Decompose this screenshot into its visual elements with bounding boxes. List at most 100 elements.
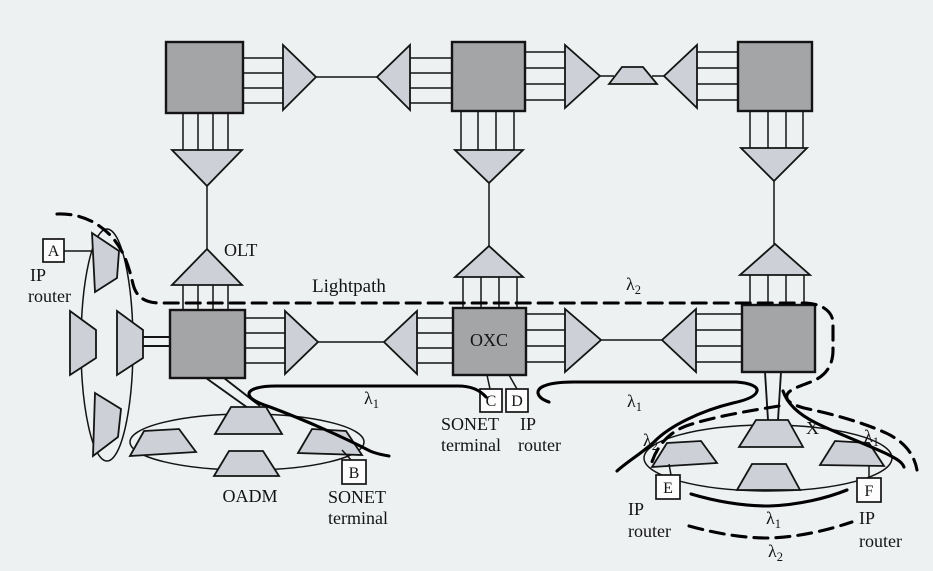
vertical-links: [169, 111, 810, 249]
mux-down-triangle-icon: [452, 149, 526, 185]
lambda1-cb-label: λ1: [364, 388, 379, 411]
endpoint-box-d: [505, 388, 529, 413]
endpoint-box-f: [856, 477, 882, 503]
node-to-oadm-duct: [205, 377, 261, 409]
ip-router-e-label-line2: router: [628, 521, 671, 541]
oadm-label: OADM: [222, 486, 277, 506]
oadm-trapezoid-icon: [92, 391, 122, 458]
lambda2-ef-label: λ2: [768, 541, 783, 564]
terminal-c-link: [486, 374, 491, 390]
lambda1-ef-label: λ1: [766, 508, 781, 531]
ip-router-e-label-line1: IP: [628, 499, 644, 519]
oxc-label: OXC: [470, 330, 508, 350]
demux-triangle-icon: [375, 42, 411, 113]
oadm-trapezoid-icon: [296, 428, 364, 456]
lightpath-lambda1-e-f-arc: [689, 488, 849, 508]
oxc-node-middle-right: [740, 303, 817, 374]
lightpath-lambda2-dashed: [55, 212, 919, 472]
lightpath-lambda1-to-f: [781, 389, 906, 469]
sonet-terminal-c-label-line1: SONET: [441, 414, 499, 434]
router-e-link: [668, 463, 672, 476]
fiber-wires-oxc-out: [526, 313, 565, 363]
olt-triangle-icon: [169, 247, 245, 286]
ring-to-node-duct: [143, 336, 170, 347]
endpoint-box-b: [341, 459, 367, 485]
oxc-node-middle-left: [168, 308, 247, 380]
demux-triangle-icon: [662, 42, 698, 111]
lightpath-lambda2-ring-branch: [648, 404, 781, 471]
oxc-node-top-left: [164, 40, 245, 115]
lightpath-label: Lightpath: [312, 276, 386, 297]
demux-triangle-icon: [660, 306, 697, 375]
olt-triangle-icon: [737, 242, 813, 276]
oadm-trapezoid-icon: [116, 309, 144, 377]
ip-router-a-label-line2: router: [28, 286, 71, 306]
sonet-terminal-b-label-line1: SONET: [328, 487, 386, 507]
fiber-wires-into-midright: [696, 313, 742, 363]
demux-triangle-icon: [382, 308, 418, 377]
top-row: [164, 40, 814, 115]
endpoint-f-label: F: [865, 483, 874, 500]
endpoint-b-label: B: [349, 465, 360, 482]
endpoint-box-a: [42, 238, 65, 263]
fiber-wires-topleft-to-amp: [243, 57, 283, 104]
mux-triangle-icon: [284, 308, 320, 377]
drop-wires-topright: [749, 111, 804, 148]
router-d-link: [508, 374, 518, 390]
mux-down-triangle-icon: [738, 147, 810, 183]
lightpath-lambda1-c-to-b: [247, 384, 488, 458]
right-access-ring: X E IP router F IP router: [628, 371, 902, 551]
oadm-ring: OADM B SONET terminal: [128, 377, 388, 528]
fiber-wires-into-topright: [697, 51, 738, 101]
endpoint-d-label: D: [511, 393, 523, 410]
lambda2-ring-label: λ2: [643, 430, 658, 453]
middle-row: OLT OXC: [168, 240, 817, 380]
ip-router-a-label-line1: IP: [30, 265, 46, 285]
oxc-node-center: [451, 306, 528, 377]
drop-wires-topleft: [182, 113, 229, 150]
mux-down-triangle-icon: [169, 149, 245, 188]
amplifier-trapezoid-icon: [607, 66, 659, 85]
oadm-trapezoid-icon: [91, 231, 120, 294]
oxc-node-top-right: [736, 40, 814, 113]
lightpath-lambda2-e-f-arc: [687, 520, 854, 540]
sonet-terminal-c-label-line2: terminal: [441, 435, 501, 455]
ip-router-d-label-line1: IP: [520, 414, 536, 434]
mux-triangle-icon: [282, 42, 318, 113]
endpoint-box-e: [655, 474, 681, 500]
mux-triangle-icon: [564, 43, 602, 111]
oxc-node-top-middle: [450, 40, 527, 113]
drop-wires-topmiddle: [460, 111, 515, 150]
endpoint-e-label: E: [663, 480, 673, 497]
olt-pillars-left: [182, 285, 229, 310]
olt-triangle-icon: [452, 244, 526, 278]
olt-pillars-right: [749, 275, 805, 305]
fiber-wires-topmiddle-out: [525, 51, 565, 101]
fiber-wires-midleft-out: [245, 317, 285, 364]
ip-router-f-label-line2: router: [859, 531, 902, 551]
mux-triangle-icon: [564, 307, 603, 375]
ip-router-f-label-line1: IP: [859, 508, 875, 528]
lambda2-top-label: λ2: [626, 274, 641, 297]
lambda1-de-label: λ1: [627, 391, 642, 414]
lightpath-lambda1-d-to-e: [536, 380, 759, 473]
lightpaths: Lightpath λ2 λ1 λ1 λ2 λ1 λ1 λ2: [55, 212, 919, 564]
endpoint-a-label: A: [48, 243, 60, 260]
oadm-trapezoid-icon: [69, 309, 97, 377]
left-access-ring: A IP router: [28, 228, 170, 462]
sonet-terminal-b-label-line2: terminal: [328, 508, 388, 528]
oxc-drop-endpoints: C D SONET terminal IP router: [441, 374, 561, 455]
fiber-wires-amp-to-topmiddle: [410, 57, 452, 104]
oadm-trapezoid-icon: [735, 463, 802, 491]
oadm-trapezoid-icon: [212, 450, 281, 477]
fiber-wires-into-oxc: [417, 317, 453, 364]
ip-router-d-label-line2: router: [518, 435, 561, 455]
oadm-trapezoid-icon: [737, 419, 805, 448]
node-to-ring-duct: [764, 371, 782, 421]
oadm-trapezoid-icon: [128, 428, 198, 457]
lambda1-right-label: λ1: [864, 426, 879, 449]
oadm-trapezoid-icon: [213, 406, 284, 435]
endpoint-c-label: C: [486, 393, 497, 410]
